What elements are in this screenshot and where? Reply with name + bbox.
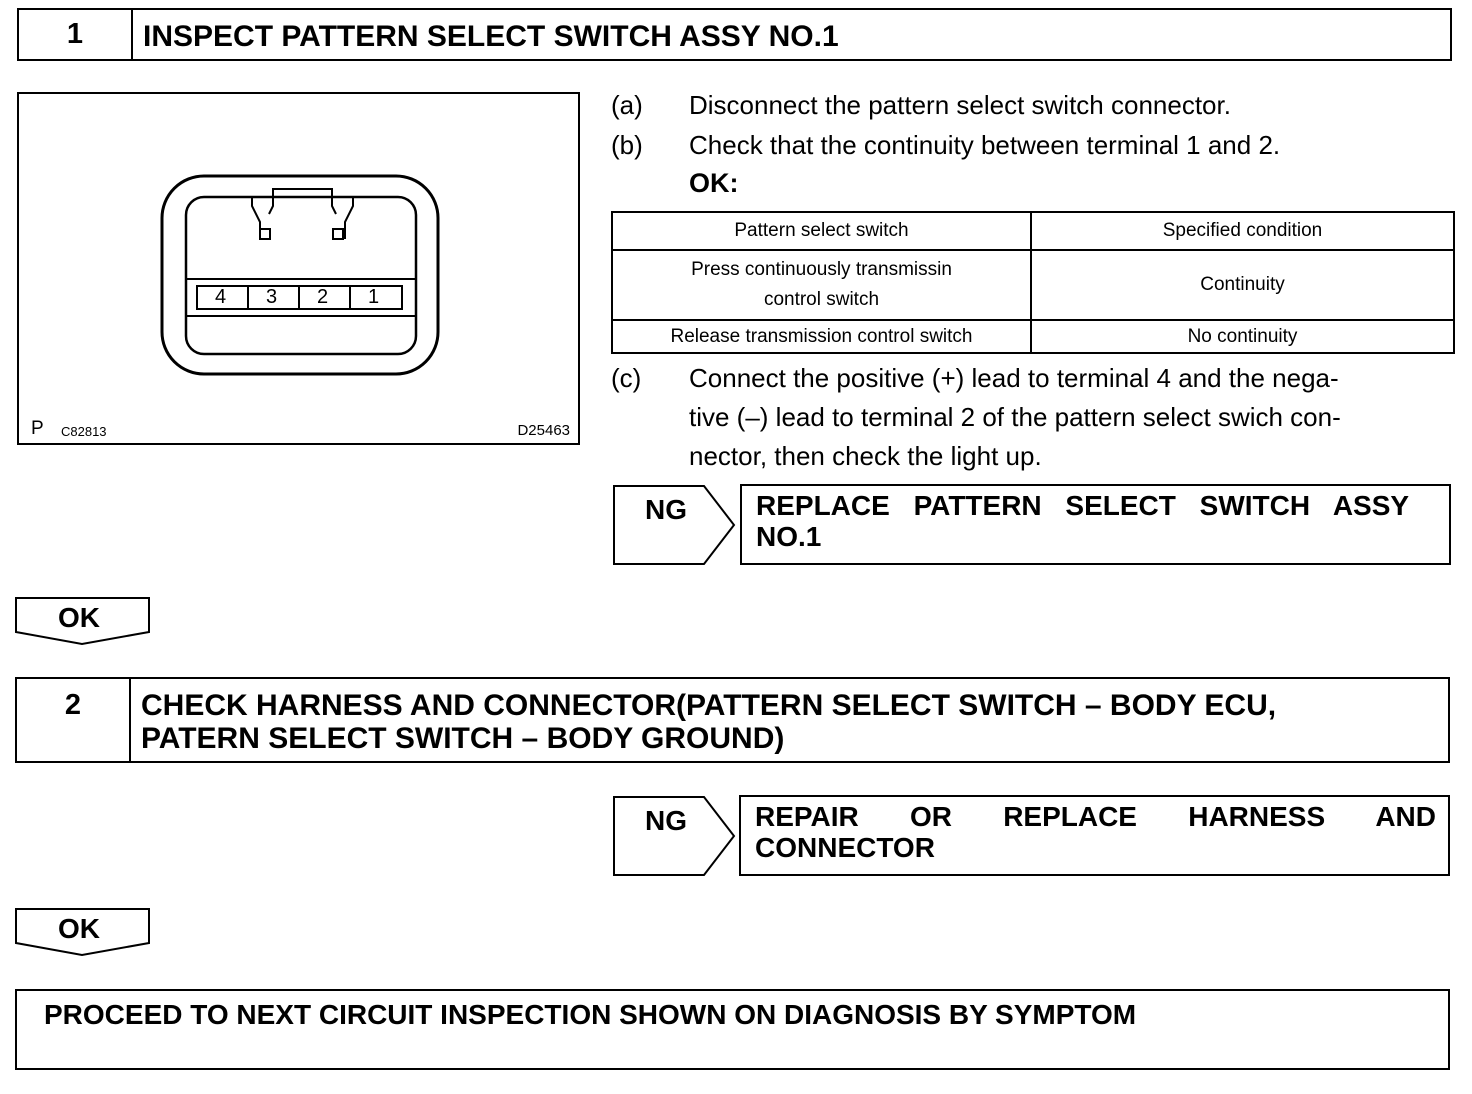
step2-title-line1: CHECK HARNESS AND CONNECTOR(PATTERN SELE… bbox=[141, 689, 1277, 722]
table-cell-condition: Press continuously transmissin control s… bbox=[611, 249, 1032, 321]
step1-header: 1 INSPECT PATTERN SELECT SWITCH ASSY NO.… bbox=[17, 8, 1452, 61]
step1-title: INSPECT PATTERN SELECT SWITCH ASSY NO.1 bbox=[143, 20, 839, 53]
figure-prefix: P bbox=[31, 418, 44, 439]
instruction-b: (b) Check that the continuity between te… bbox=[611, 126, 1456, 165]
table-cell-spec: Continuity bbox=[1030, 249, 1455, 321]
step2-title: CHECK HARNESS AND CONNECTOR(PATTERN SELE… bbox=[129, 679, 1448, 761]
table-header-condition: Specified condition bbox=[1030, 211, 1455, 251]
table-cell-condition-line2: control switch bbox=[763, 289, 880, 310]
table-row: Release transmission control switch No c… bbox=[611, 319, 1455, 354]
step1-ng-arrow: NG bbox=[612, 484, 737, 566]
terminal-4-label: 4 bbox=[215, 286, 227, 308]
instruction-a: (a) Disconnect the pattern select switch… bbox=[611, 86, 1456, 125]
step2-ok-arrow: OK bbox=[14, 907, 152, 957]
table-cell-condition-line1: Press continuously transmissin bbox=[691, 259, 952, 280]
final-text: PROCEED TO NEXT CIRCUIT INSPECTION SHOWN… bbox=[44, 999, 1137, 1030]
instruction-c-line2: tive (–) lead to terminal 2 of the patte… bbox=[689, 402, 1341, 432]
step1-ok-arrow: OK bbox=[14, 596, 152, 646]
terminal-3-label: 3 bbox=[266, 286, 278, 308]
table-row: Press continuously transmissin control s… bbox=[611, 249, 1455, 321]
figure-left-code: C82813 bbox=[61, 424, 107, 439]
step2-header: 2 CHECK HARNESS AND CONNECTOR(PATTERN SE… bbox=[15, 677, 1450, 763]
ok-criteria-label: OK: bbox=[689, 168, 739, 198]
step1-number: 1 bbox=[19, 10, 133, 59]
table-header-switch: Pattern select switch bbox=[611, 211, 1032, 251]
figure-right-code: D25463 bbox=[517, 422, 570, 439]
step2-ng-action: REPAIR OR REPLACE HARNESS AND CONNECTOR bbox=[739, 795, 1450, 876]
connector-figure: 4 3 2 1 P C82813 D25463 bbox=[17, 92, 580, 445]
terminal-2-label: 2 bbox=[317, 286, 329, 308]
step1-ok-label: OK bbox=[58, 602, 100, 633]
instruction-c-label: (c) bbox=[611, 363, 642, 393]
step2-title-line2: PATERN SELECT SWITCH – BODY GROUND) bbox=[141, 722, 785, 755]
step2-ng-action-line2: CONNECTOR bbox=[755, 832, 935, 863]
step1-ng-label: NG bbox=[645, 494, 687, 525]
step2-number: 2 bbox=[17, 679, 131, 761]
step1-ng-action-line2: NO.1 bbox=[756, 521, 822, 552]
connector-diagram bbox=[160, 174, 440, 376]
instruction-c: (c) Connect the positive (+) lead to ter… bbox=[611, 359, 1456, 479]
table-cell-condition: Release transmission control switch bbox=[611, 319, 1032, 354]
instruction-c-line1: Connect the positive (+) lead to termina… bbox=[689, 363, 1339, 393]
terminal-1-label: 1 bbox=[368, 286, 380, 308]
step2-ok-label: OK bbox=[58, 913, 100, 944]
instruction-b-text: Check that the continuity between termin… bbox=[689, 130, 1281, 160]
table-cell-spec: No continuity bbox=[1030, 319, 1455, 354]
step2-ng-arrow: NG bbox=[612, 795, 737, 877]
step2-ng-action-line1: REPAIR OR REPLACE HARNESS AND bbox=[755, 801, 1436, 832]
step2-ng-label: NG bbox=[645, 805, 687, 836]
step1-ng-action-line1: REPLACE PATTERN SELECT SWITCH ASSY bbox=[756, 490, 1410, 521]
instruction-a-label: (a) bbox=[611, 90, 643, 120]
instruction-b-label: (b) bbox=[611, 130, 643, 160]
step1-ng-action: REPLACE PATTERN SELECT SWITCH ASSY NO.1 bbox=[740, 484, 1451, 565]
final-box: PROCEED TO NEXT CIRCUIT INSPECTION SHOWN… bbox=[15, 989, 1450, 1070]
instruction-a-text: Disconnect the pattern select switch con… bbox=[689, 90, 1231, 120]
instruction-c-line3: nector, then check the light up. bbox=[689, 441, 1042, 471]
spec-table: Pattern select switch Specified conditio… bbox=[611, 211, 1455, 354]
